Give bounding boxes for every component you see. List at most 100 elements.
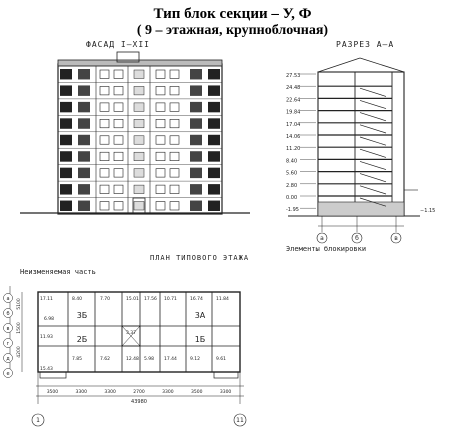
level-mark: 8.40 [286, 158, 297, 164]
room-label: 2Б [77, 335, 88, 344]
facade-label: ФАСАД I–XII [86, 40, 150, 49]
balcony [208, 69, 220, 80]
balcony [208, 200, 220, 211]
room-area: 12.48 [126, 356, 139, 362]
axis-label: а [6, 296, 9, 302]
room-area: 7.70 [100, 296, 110, 302]
stair-window [133, 86, 145, 96]
axis-marker [31, 413, 45, 427]
dimension-left: 4200 [16, 346, 22, 358]
balcony [208, 85, 220, 96]
section-drawing [288, 57, 420, 232]
room-area: 16.74 [190, 296, 203, 302]
window [155, 168, 166, 178]
dimension-total: 43980 [131, 399, 147, 405]
axis-marker [316, 232, 328, 244]
room-area: 9.12 [190, 356, 200, 362]
plan-right-caption: Элементы блокировки [286, 245, 367, 253]
dimension-label: 3300 [162, 389, 174, 395]
window [155, 119, 166, 129]
window [113, 86, 124, 96]
page-title: Тип блок секции – У, Ф [153, 6, 312, 22]
axis-label: 1 [36, 417, 40, 424]
axis-marker [233, 413, 247, 427]
balcony [78, 85, 90, 96]
stair-flight [359, 197, 387, 207]
balcony [78, 167, 90, 179]
axis-marker [3, 353, 13, 363]
room-area: 10.71 [164, 296, 177, 302]
balcony [190, 167, 202, 179]
balcony [208, 101, 220, 113]
balcony [208, 184, 220, 195]
room-label: 3Б [77, 311, 88, 320]
balcony [208, 134, 220, 146]
room-area: 6.98 [44, 316, 54, 322]
dimension-label: 3500 [191, 389, 203, 395]
dimension-label: 3300 [104, 389, 116, 395]
axis-marker [390, 232, 402, 244]
window [169, 102, 180, 112]
section-label: РАЗРЕЗ А–А [336, 40, 395, 49]
room-area: 17.56 [144, 296, 157, 302]
axis-marker [3, 308, 13, 318]
level-mark: 24.48 [286, 85, 300, 91]
entrance-door [132, 197, 146, 214]
window [113, 69, 124, 79]
level-mark: 5.60 [286, 171, 297, 177]
balcony [208, 118, 220, 129]
balcony [78, 184, 90, 195]
room-area: 15.43 [40, 366, 53, 372]
window [169, 69, 180, 79]
dimension-label: 3300 [220, 389, 232, 395]
dimension-label: 2700 [133, 389, 145, 395]
stair-window [133, 201, 145, 211]
stair-flight [359, 173, 387, 183]
axis-marker [3, 338, 13, 348]
plan-left-caption: Неизменяемая часть [20, 268, 96, 276]
axis-label: в [394, 235, 398, 242]
window [113, 184, 124, 194]
level-mark: 0.00 [286, 195, 297, 201]
balcony [190, 184, 202, 195]
axis-marker [3, 293, 13, 303]
window [113, 168, 124, 178]
axis-marker [3, 368, 13, 378]
balcony [60, 118, 72, 129]
balcony [190, 151, 202, 162]
balcony [60, 151, 72, 162]
window [155, 184, 166, 194]
window [155, 86, 166, 96]
balcony [190, 69, 202, 80]
balcony [78, 200, 90, 211]
page-subtitle: ( 9 – этажная, крупноблочная) [136, 23, 329, 38]
balcony [60, 134, 72, 146]
balcony [60, 200, 72, 211]
balcony [78, 151, 90, 162]
window [99, 168, 110, 178]
window [155, 151, 166, 161]
window [99, 69, 110, 79]
window [99, 102, 110, 112]
balcony [60, 101, 72, 113]
room-area: 11.84 [216, 296, 229, 302]
level-mark: -1.95 [286, 207, 299, 213]
window [99, 151, 110, 161]
window [155, 201, 166, 211]
stair-window [133, 69, 145, 79]
dimension-left: 5100 [16, 298, 22, 310]
plan-title: ПЛАН ТИПОВОГО ЭТАЖА [150, 254, 250, 262]
room-label: 1Б [195, 335, 206, 344]
stair-flight [359, 185, 387, 195]
room-area: 15.01 [126, 296, 139, 302]
room-area: 5.98 [144, 356, 154, 362]
generated-annotations: 27.5324.4822.6419.8417.0414.0611.208.405… [3, 73, 435, 427]
level-mark: 27.53 [286, 73, 300, 79]
balcony [78, 101, 90, 113]
balcony [190, 134, 202, 146]
axis-label: в [7, 326, 10, 332]
facade-elevation [20, 51, 250, 215]
axis-label: б [6, 311, 9, 317]
balcony [190, 118, 202, 129]
